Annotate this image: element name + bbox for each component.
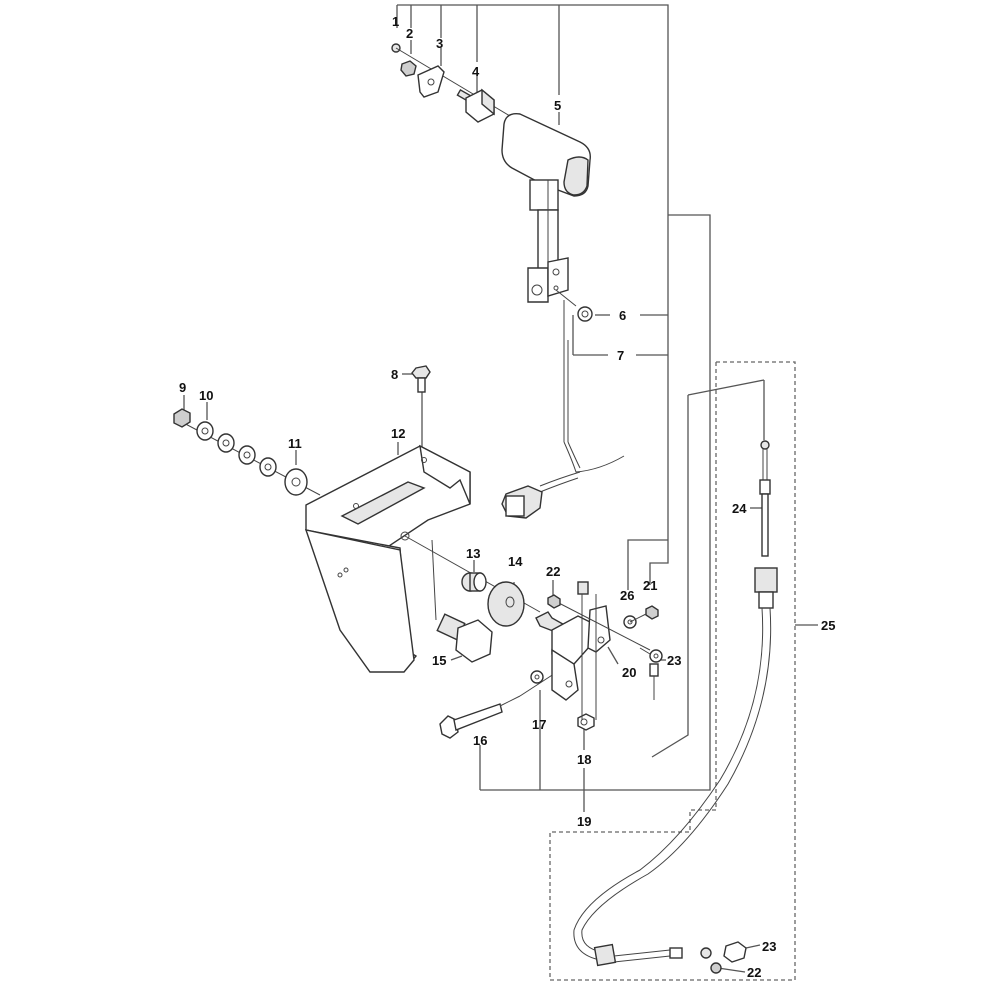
part-small-washer — [530, 670, 544, 684]
callout-5: 5 — [554, 98, 561, 113]
part-lever-assembly — [535, 581, 651, 720]
part-ball-joint — [639, 647, 663, 700]
callout-26: 26 — [620, 588, 634, 603]
part-nut-22 — [547, 594, 561, 609]
callout-14: 14 — [508, 554, 523, 569]
callout-10: 10 — [199, 388, 213, 403]
callout-21: 21 — [643, 578, 657, 593]
group-line-top — [397, 4, 669, 215]
callout-18: 18 — [577, 752, 591, 767]
callout-4: 4 — [472, 64, 480, 79]
part-wire-harness — [501, 300, 625, 519]
part-bolt — [411, 365, 431, 393]
leader-cable-end — [651, 395, 689, 758]
leader-21 — [649, 540, 669, 585]
part-plate — [417, 65, 445, 98]
callout-2: 2 — [406, 26, 413, 41]
callout-20: 20 — [622, 665, 636, 680]
part-washer-stack — [173, 408, 321, 496]
group-line-right — [480, 214, 711, 791]
callout-9: 9 — [179, 380, 186, 395]
callout-25: 25 — [821, 618, 835, 633]
part-nut-21 — [645, 605, 659, 620]
leader-15 — [450, 655, 463, 661]
callout-12: 12 — [391, 426, 405, 441]
callout-17: 17 — [532, 717, 546, 732]
part-bracket — [304, 444, 471, 673]
leader-lines — [183, 4, 818, 973]
callout-15: 15 — [432, 653, 446, 668]
part-nut — [400, 60, 417, 77]
callout-8: 8 — [391, 367, 398, 382]
leader-26 — [627, 539, 668, 590]
callout-6: 6 — [619, 308, 626, 323]
part-cable — [573, 440, 778, 974]
part-shift-knob-lever — [501, 113, 591, 303]
part-switch-2 — [431, 539, 493, 663]
callout-19: 19 — [577, 814, 591, 829]
cable-assembly-boundary — [549, 361, 796, 981]
callout-1: 1 — [392, 14, 399, 29]
callout-16: 16 — [473, 733, 487, 748]
part-switch — [456, 88, 495, 123]
callout-labels: 1 2 3 4 5 6 7 8 9 10 11 12 13 14 15 16 1… — [179, 14, 835, 980]
callout-22-cable: 22 — [747, 965, 761, 980]
leader-23b — [745, 944, 761, 949]
callout-11: 11 — [288, 436, 302, 451]
callout-13: 13 — [466, 546, 480, 561]
callout-23-cable: 23 — [762, 939, 776, 954]
callout-3: 3 — [436, 36, 443, 51]
part-bottom-nut — [577, 713, 595, 731]
callout-22: 22 — [546, 564, 560, 579]
leader-cable-end-b — [687, 379, 765, 396]
callout-24: 24 — [732, 501, 747, 516]
part-washer-26 — [623, 613, 647, 629]
callout-23: 23 — [667, 653, 681, 668]
part-clip — [555, 289, 593, 322]
callout-7: 7 — [617, 348, 624, 363]
leader-20 — [607, 646, 619, 665]
leader-22b — [717, 967, 746, 973]
part-large-washer — [487, 581, 525, 627]
